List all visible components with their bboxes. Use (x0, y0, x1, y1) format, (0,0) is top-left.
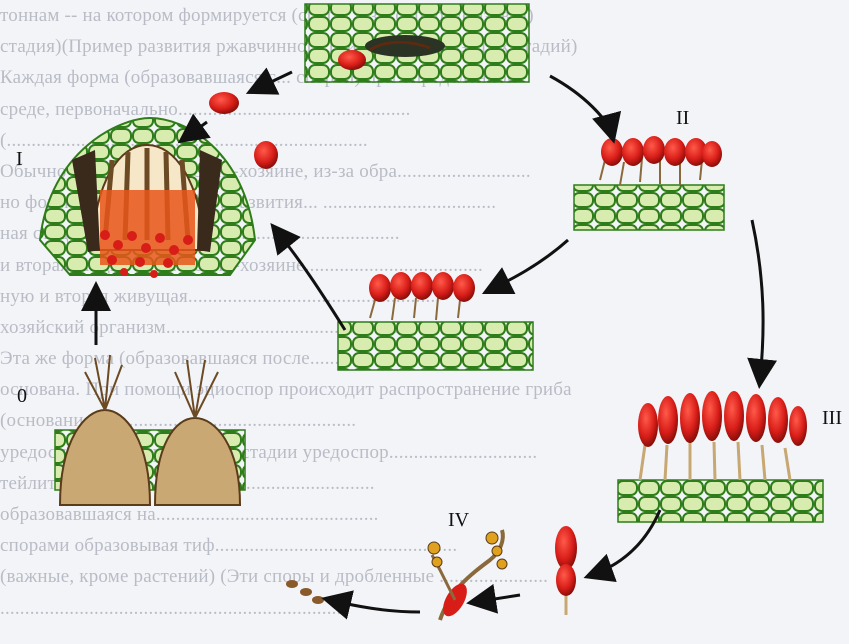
stage-label-iii: III (822, 407, 842, 430)
stage-zero-pycnia (55, 355, 245, 505)
stage-ii-uredinium-repeat (338, 272, 533, 370)
leaf-infection-cells (305, 4, 529, 82)
stage-label-iv: IV (448, 509, 469, 532)
stage-iv-teliospore-germination (428, 526, 577, 620)
stage-label-i: I (16, 148, 23, 171)
arrow-center-to-top (276, 230, 345, 330)
germinating-spore (338, 50, 366, 70)
free-spore (254, 141, 278, 169)
stage-i-aecium (40, 118, 255, 278)
arrow-spore-to-i (254, 72, 292, 90)
arrow-top-to-ii (550, 76, 612, 135)
stage-iii-telium (618, 391, 823, 522)
basidiospores (286, 580, 324, 604)
stage-label-ii: II (676, 107, 689, 130)
arrow-iv-basidium (475, 595, 520, 602)
teliospore (555, 526, 577, 570)
arrow-iv-to-spores (330, 600, 420, 612)
free-spore (209, 92, 239, 114)
stage-label-zero: 0 (17, 385, 27, 408)
arrow-ii-to-center (490, 240, 568, 290)
arrow-ii-to-iii (752, 220, 763, 380)
stage-ii-uredinium (574, 136, 724, 230)
